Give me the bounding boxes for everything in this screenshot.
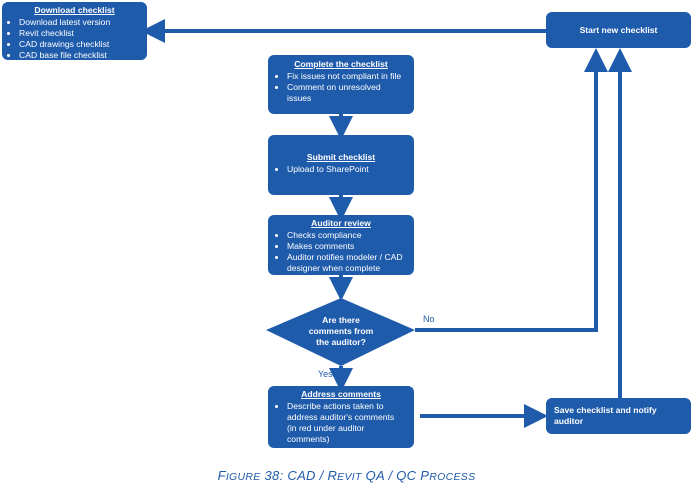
start-new-checklist-title: Start new checklist <box>579 24 658 35</box>
list-item: Checks compliance <box>287 230 406 241</box>
submit-checklist-title: Submit checklist <box>306 152 376 162</box>
list-item: Makes comments <box>287 241 406 252</box>
caption-part: F <box>217 468 226 483</box>
figure-caption: FIGURE 38: CAD / REVIT QA / QC PROCESS <box>0 468 693 483</box>
caption-part: 38: CAD / R <box>260 468 338 483</box>
decision-line: Are there <box>322 315 360 325</box>
decision-diamond <box>266 298 415 366</box>
list-item: Fix issues not compliant in file <box>287 71 406 82</box>
download-checklist-box: Download checklist Download latest versi… <box>2 2 147 60</box>
list-item: Upload to SharePoint <box>287 164 406 175</box>
list-item: Describe actions taken to address audito… <box>287 401 406 445</box>
yes-label: Yes <box>318 369 333 379</box>
decision-question: Are there comments from the auditor? <box>291 315 391 348</box>
complete-checklist-title: Complete the checklist <box>294 59 388 69</box>
auditor-review-title: Auditor review <box>311 218 371 228</box>
list-item: CAD base file checklist <box>19 50 141 61</box>
no-label: No <box>423 314 435 324</box>
decision-line: the auditor? <box>316 337 366 347</box>
address-comments-box: Address comments Describe actions taken … <box>268 386 414 448</box>
list-item: Download latest version <box>19 17 141 28</box>
caption-part: EVIT <box>337 471 362 483</box>
list-item: Auditor notifies modeler / CAD designer … <box>287 252 406 274</box>
download-checklist-title: Download checklist <box>34 5 115 15</box>
complete-checklist-box: Complete the checklist Fix issues not co… <box>268 55 414 114</box>
start-new-checklist-box: Start new checklist <box>546 12 691 48</box>
caption-part: ROCESS <box>429 471 476 483</box>
caption-part: IGURE <box>225 471 261 483</box>
save-checklist-title: Save checklist and notify auditor <box>554 405 657 426</box>
decision-line: comments from <box>308 326 374 336</box>
arrow-no-to-start <box>415 48 608 332</box>
list-item: CAD drawings checklist <box>19 39 141 50</box>
address-comments-title: Address comments <box>301 389 381 399</box>
list-item: Revit checklist <box>19 28 141 39</box>
submit-checklist-box: Submit checklist Upload to SharePoint <box>268 135 414 195</box>
auditor-review-box: Auditor review Checks compliance Makes c… <box>268 215 414 275</box>
save-checklist-box: Save checklist and notify auditor <box>546 398 691 434</box>
caption-part: QA / QC P <box>361 468 430 483</box>
list-item: Comment on unresolved issues <box>287 82 406 104</box>
